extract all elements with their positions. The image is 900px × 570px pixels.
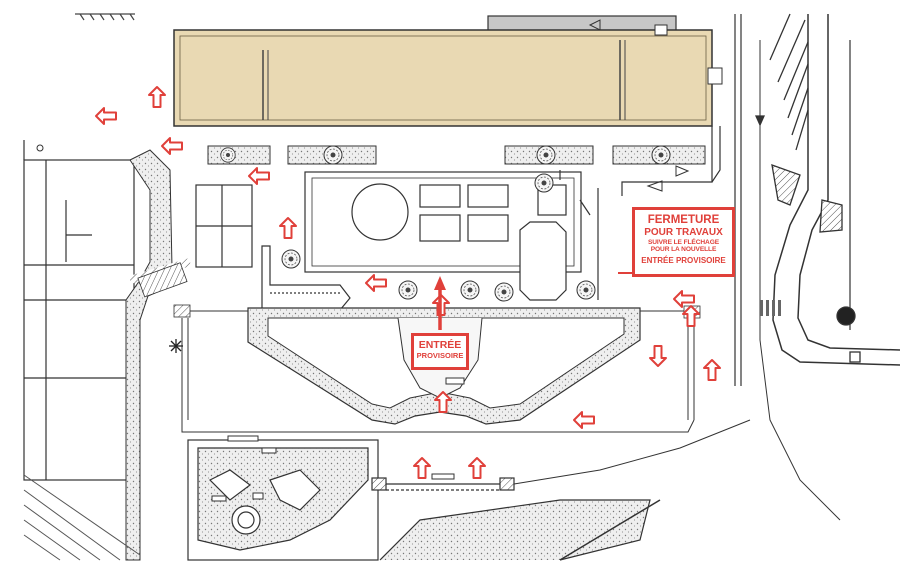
- hatched-corner: [75, 13, 135, 21]
- hatch-bottom-left: [23, 474, 141, 561]
- central-garden: [304, 170, 591, 301]
- bottom-area: [187, 419, 751, 561]
- parking-block: [195, 184, 253, 268]
- planter-strip: [207, 145, 706, 165]
- crosswalk: [760, 300, 781, 316]
- main-building: [173, 15, 723, 127]
- left-buildings: [23, 140, 135, 481]
- closure-title: FERMETURE: [647, 214, 720, 226]
- entry-subtitle: PROVISOIRE: [416, 351, 464, 361]
- closure-instruction-3: ENTRÉE PROVISOIRE: [641, 255, 726, 265]
- left-path: [36, 144, 192, 561]
- benches: [211, 377, 465, 502]
- closure-notice: FERMETURE POUR TRAVAUX SUIVRE LE FLÉCHAG…: [632, 207, 735, 277]
- entry-title: ENTRÉE: [418, 339, 462, 351]
- compass-star-icon: [169, 339, 183, 353]
- entry-notice: ENTRÉE PROVISOIRE: [411, 333, 469, 370]
- garden-wall: [261, 245, 351, 311]
- closure-subtitle: POUR TRAVAUX: [644, 227, 723, 239]
- closure-instruction-2: POUR LA NOUVELLE: [650, 246, 717, 254]
- closure-instruction-1: SUIVRE LE FLÉCHAGE: [647, 238, 720, 246]
- parking-lines: [754, 13, 861, 363]
- entry-arrow-icon: [434, 276, 446, 330]
